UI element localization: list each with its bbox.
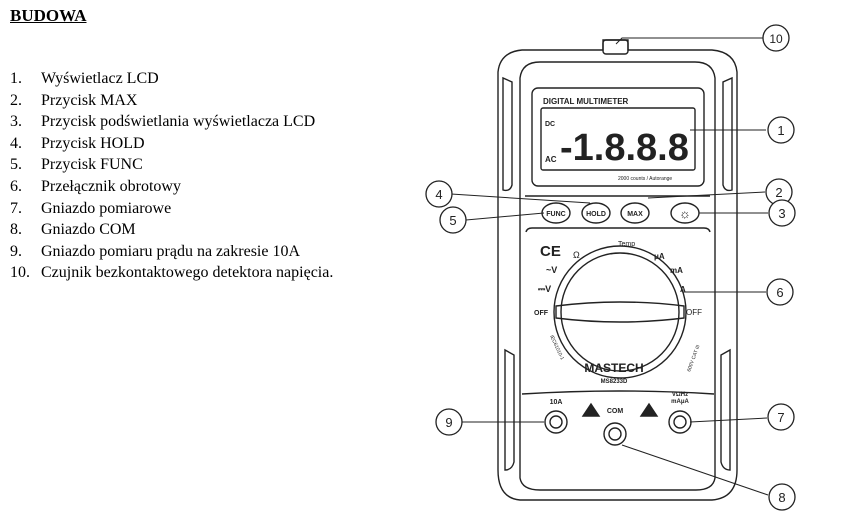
brand-label: MASTECH <box>584 361 643 375</box>
parts-list: 1.Wyświetlacz LCD 2.Przycisk MAX 3.Przyc… <box>10 68 333 284</box>
part-label: Przycisk HOLD <box>41 134 145 152</box>
callout-6: 6 <box>766 278 794 306</box>
standard-left-label: IEC61010-1 <box>548 334 565 361</box>
svg-text:3: 3 <box>778 206 785 221</box>
jack-10a <box>544 410 568 434</box>
callout-9: 9 <box>435 408 463 436</box>
part-label: Przełącznik obrotowy <box>41 177 181 195</box>
display-title: DIGITAL MULTIMETER <box>543 97 629 106</box>
list-item: 7.Gniazdo pomiarowe <box>10 198 333 220</box>
ce-mark: CE <box>540 243 561 260</box>
list-item: 10.Czujnik bezkontaktowego detektora nap… <box>10 262 333 284</box>
lcd-screen <box>540 107 696 171</box>
display-ac: AC <box>545 155 557 164</box>
svg-text:7: 7 <box>777 410 784 425</box>
part-label: Przycisk podświetlania wyświetlacza LCD <box>41 113 316 131</box>
dial-vac-label: ~V <box>546 265 557 275</box>
dial-ma-label: mA <box>670 266 683 275</box>
svg-text:6: 6 <box>776 285 783 300</box>
display-counts: 2000 counts / Autorange <box>618 176 672 182</box>
list-item: 2.Przycisk MAX <box>10 90 333 112</box>
multimeter-holster <box>497 39 738 501</box>
svg-text:8: 8 <box>778 490 785 505</box>
jack-10a-label: 10A <box>550 399 563 406</box>
list-item: 9.Gniazdo pomiaru prądu na zakresie 10A <box>10 241 333 263</box>
dial-ua-label: μA <box>654 252 665 261</box>
part-label: Gniazdo pomiaru prądu na zakresie 10A <box>41 242 301 260</box>
callout-3: 3 <box>768 199 796 227</box>
sun-icon: ☼ <box>679 206 691 221</box>
dial-temp-label: Temp <box>618 241 635 248</box>
list-item: 3.Przycisk podświetlania wyświetlacza LC… <box>10 111 333 133</box>
jack-vohm-label-2: mAμA <box>671 399 689 405</box>
part-label: Wyświetlacz LCD <box>41 70 159 87</box>
max-button-label: MAX <box>627 211 643 218</box>
display-digits: -1.8.8.8 <box>560 127 689 169</box>
backlight-button[interactable]: ☼ <box>670 202 700 224</box>
dial-off-right-label: OFF <box>686 308 702 317</box>
func-button[interactable]: FUNC <box>541 202 571 224</box>
svg-text:5: 5 <box>449 213 456 228</box>
dial-off-left-label: OFF <box>534 310 549 317</box>
svg-text:1: 1 <box>777 123 784 138</box>
display-bezel <box>531 87 705 187</box>
ncv-sensor <box>602 39 629 55</box>
callout-8: 8 <box>768 483 796 511</box>
part-label: Przycisk FUNC <box>41 156 143 174</box>
multimeter-body <box>519 61 716 491</box>
svg-text:10: 10 <box>769 32 783 46</box>
svg-text:4: 4 <box>435 187 442 202</box>
svg-text:9: 9 <box>445 415 452 430</box>
jack-vohm-label: VΩHz <box>672 392 688 398</box>
rotary-dial <box>553 245 687 379</box>
svg-text:2: 2 <box>775 185 782 200</box>
callout-7: 7 <box>767 403 795 431</box>
page-title: BUDOWA <box>10 6 87 25</box>
callout-10: 10 <box>762 24 790 52</box>
list-item: 6.Przełącznik obrotowy <box>10 176 333 198</box>
max-button[interactable]: MAX <box>620 202 650 224</box>
display-dc: DC <box>545 121 555 128</box>
jack-com <box>603 422 627 446</box>
hold-button[interactable]: HOLD <box>581 202 611 224</box>
list-item: 8.Gniazdo COM <box>10 219 333 241</box>
standard-right-label: 600V CAT III <box>686 344 701 373</box>
part-label: Przycisk MAX <box>41 91 138 109</box>
part-label: Gniazdo pomiarowe <box>41 199 172 217</box>
callout-4: 4 <box>425 180 453 208</box>
hold-button-label: HOLD <box>586 211 606 218</box>
jack-vohm <box>668 410 692 434</box>
dial-a-label: A <box>680 285 686 294</box>
callout-1: 1 <box>767 116 795 144</box>
jack-com-label: COM <box>607 408 624 415</box>
callout-5: 5 <box>439 206 467 234</box>
list-item: 4.Przycisk HOLD <box>10 133 333 155</box>
part-label: Czujnik bezkontaktowego detektora napięc… <box>41 264 334 282</box>
list-item: 1.Wyświetlacz LCD <box>10 68 333 90</box>
func-button-label: FUNC <box>546 211 565 218</box>
part-label: Gniazdo COM <box>41 221 136 239</box>
dial-ohm-label: Ω <box>573 250 580 260</box>
list-item: 5.Przycisk FUNC <box>10 154 333 176</box>
dial-pointer <box>555 301 685 323</box>
model-label: MS8233D <box>601 379 628 385</box>
dial-vdc-label: ⎓V <box>538 284 551 294</box>
